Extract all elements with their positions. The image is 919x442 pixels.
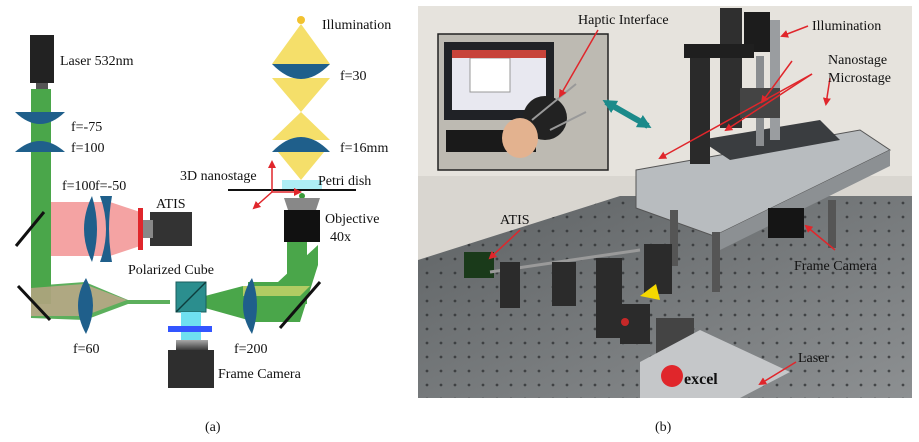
label-f100-top: f=100 bbox=[71, 141, 105, 156]
objective-tip bbox=[284, 198, 320, 210]
label-petri-dish: Petri dish bbox=[318, 174, 371, 189]
arrow-haptic bbox=[559, 29, 599, 98]
objective-body bbox=[284, 210, 320, 242]
label-polarized-cube: Polarized Cube bbox=[128, 263, 214, 278]
arrow-frame-camera bbox=[804, 224, 836, 251]
illumination-tower bbox=[690, 44, 710, 164]
frame-camera-b bbox=[768, 208, 804, 238]
lens-f-neg75 bbox=[15, 112, 65, 124]
label-atis-a: ATIS bbox=[156, 197, 186, 212]
arrow-microstage-b bbox=[822, 77, 831, 106]
mirror-top-left bbox=[14, 211, 46, 247]
mirror-bottom-left bbox=[16, 284, 52, 322]
label-f30: f=30 bbox=[340, 69, 367, 84]
lens-f60 bbox=[78, 278, 93, 334]
label-f-neg75: f=-75 bbox=[71, 120, 102, 135]
label-objective: Objective bbox=[325, 212, 379, 227]
label-nanostage-a: 3D nanostage bbox=[180, 169, 257, 184]
lens-f100-mid bbox=[84, 196, 97, 262]
atis-camera-b bbox=[464, 252, 494, 278]
lens-f100-top bbox=[15, 141, 65, 152]
label-objective-mag: 40x bbox=[330, 230, 351, 245]
haptic-link-arrow bbox=[602, 99, 652, 129]
arrow-nanostage bbox=[760, 60, 793, 104]
return-beam bbox=[205, 286, 248, 320]
arrow-laser bbox=[758, 361, 797, 386]
label-haptic: Haptic Interface bbox=[578, 13, 669, 28]
label-laser: Laser 532nm bbox=[60, 54, 134, 69]
atis-camera bbox=[150, 212, 192, 246]
lens-f16 bbox=[272, 137, 330, 152]
label-nanostage-b: Nanostage bbox=[828, 53, 887, 68]
panel-b-photo: excel Haptic Interface Illumination Nano… bbox=[418, 6, 912, 435]
label-f60: f=60 bbox=[73, 342, 100, 357]
arrow-illumination bbox=[780, 25, 809, 38]
caption-b: (b) bbox=[655, 420, 672, 435]
caption-a: (a) bbox=[205, 420, 221, 435]
laser-brand-text: excel bbox=[684, 371, 718, 388]
lens-f200 bbox=[243, 278, 257, 334]
label-f200: f=200 bbox=[234, 342, 268, 357]
axis-arrow-diag bbox=[252, 191, 273, 210]
label-microstage: Microstage bbox=[828, 71, 891, 86]
label-f100-mid: f=100 bbox=[62, 179, 96, 194]
illumination-beam-upper bbox=[272, 24, 330, 64]
lens-f-neg50 bbox=[100, 196, 112, 262]
label-frame-camera-b: Frame Camera bbox=[794, 259, 878, 274]
panel-a-optical-diagram: Laser 532nm f=-75 f=100 f=100 f=-50 ATIS… bbox=[14, 16, 391, 435]
label-f16: f=16mm bbox=[340, 141, 388, 156]
label-laser-b: Laser bbox=[798, 351, 829, 366]
lens-f30 bbox=[272, 64, 330, 79]
label-illumination-a: Illumination bbox=[322, 18, 391, 33]
frame-camera-a bbox=[168, 350, 214, 388]
petri-dish-glass bbox=[282, 180, 322, 190]
illumination-source bbox=[297, 16, 305, 24]
laser-body bbox=[30, 35, 54, 83]
arrow-microstage-a bbox=[724, 73, 813, 132]
mirror-right bbox=[278, 281, 322, 329]
label-atis-b: ATIS bbox=[500, 213, 530, 228]
label-illumination-b: Illumination bbox=[812, 19, 881, 34]
label-frame-camera-a: Frame Camera bbox=[218, 367, 302, 382]
arrow-atis bbox=[488, 229, 521, 260]
arrow-microstage-c bbox=[658, 73, 813, 159]
label-f-neg50: f=-50 bbox=[95, 179, 126, 194]
